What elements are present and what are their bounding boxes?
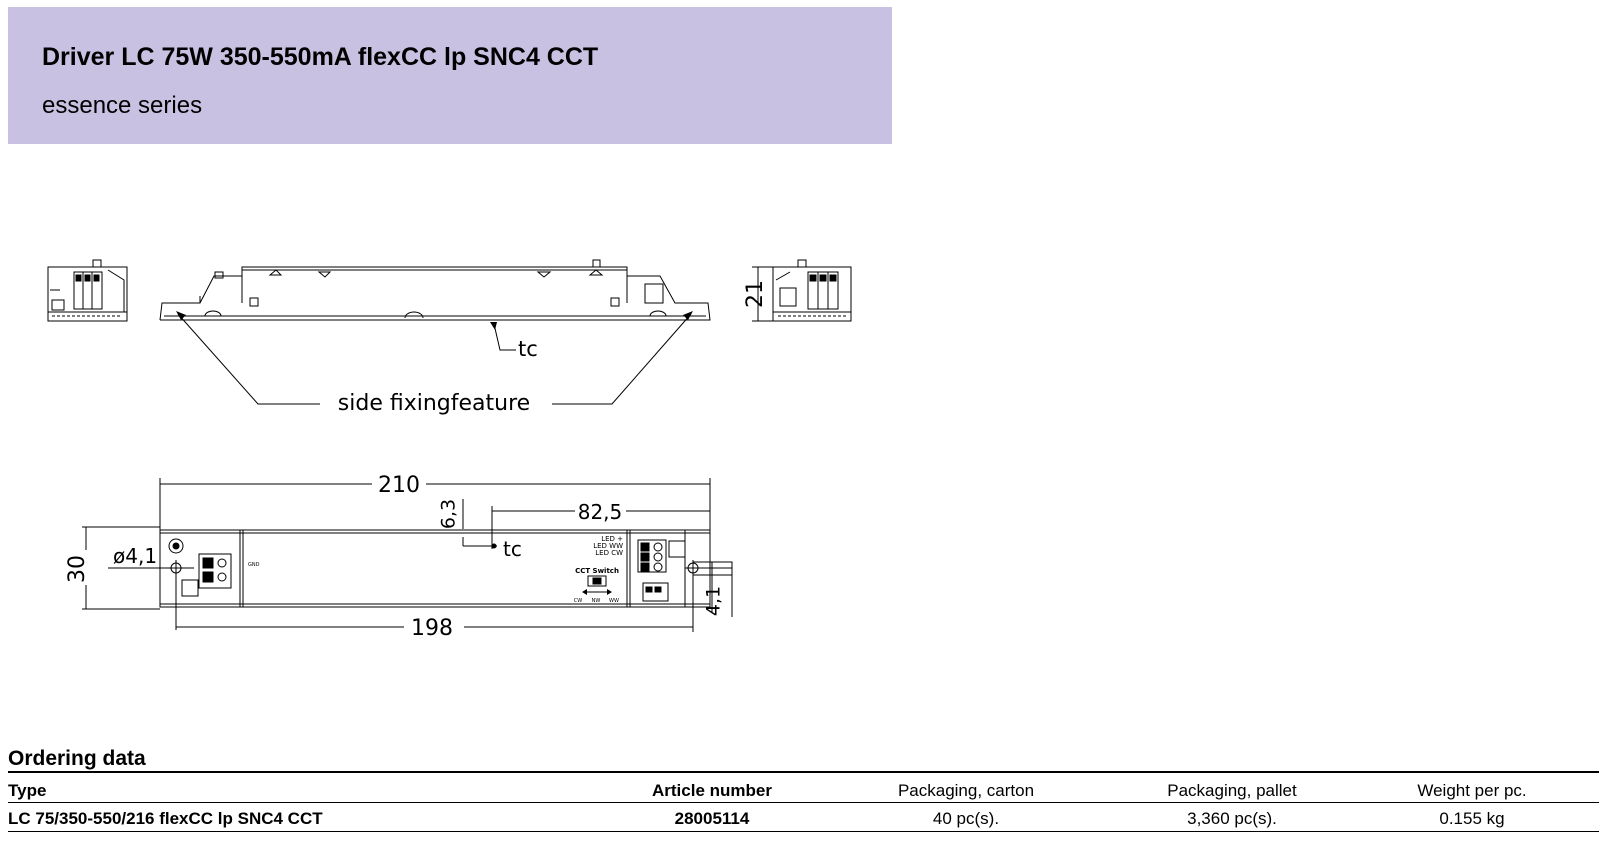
side-fixing-callout: side fixingfeature bbox=[176, 311, 693, 416]
table-cell-pallet: 3,360 pc(s). bbox=[1187, 809, 1277, 828]
dim-height-label: 21 bbox=[743, 280, 768, 308]
tc-location-dimensions: 82,5 6,3 tc bbox=[438, 499, 710, 561]
dim-spacing-label: 198 bbox=[411, 616, 453, 641]
product-title: Driver LC 75W 350-550mA flexCC lp SNC4 C… bbox=[42, 43, 599, 71]
ww-label: WW bbox=[609, 598, 619, 604]
table-cell-type: LC 75/350-550/216 flexCC lp SNC4 CCT bbox=[8, 809, 323, 828]
dim-hole-offset-label: 4,1 bbox=[703, 586, 725, 616]
ordering-table-top-rule bbox=[8, 771, 1599, 773]
length-dimension: 210 bbox=[159, 473, 711, 530]
nw-label: NW bbox=[592, 598, 601, 604]
led-cw-label: LED CW bbox=[595, 549, 623, 557]
table-cell-article: 28005114 bbox=[674, 809, 750, 828]
product-header: Driver LC 75W 350-550mA flexCC lp SNC4 C… bbox=[8, 7, 892, 144]
technical-drawing: 21 tc side fixingfeature bbox=[47, 259, 852, 641]
height-dimension: 21 bbox=[743, 266, 773, 322]
col-header-weight: Weight per pc. bbox=[1417, 781, 1527, 800]
tc-pointer-side: tc bbox=[490, 322, 538, 361]
tc-label-side: tc bbox=[518, 337, 538, 361]
end-view-left bbox=[47, 259, 128, 322]
dim-width-label: 30 bbox=[65, 555, 90, 583]
col-header-carton: Packaging, carton bbox=[897, 781, 1035, 800]
hole-spacing-dimension: 198 bbox=[176, 616, 693, 641]
side-fixing-label: side fixingfeature bbox=[338, 391, 530, 416]
dim-length-label: 210 bbox=[378, 473, 420, 498]
gnd-label: GND bbox=[248, 562, 260, 568]
ordering-table-header-rule bbox=[8, 802, 1599, 803]
tc-label-top: tc bbox=[503, 537, 522, 561]
dim-tc-x-label: 82,5 bbox=[578, 500, 623, 524]
end-view-right bbox=[772, 259, 852, 322]
col-header-pallet: Packaging, pallet bbox=[1167, 781, 1297, 800]
dim-hole-diameter-label: ø4,1 bbox=[113, 544, 157, 568]
side-view-main bbox=[159, 259, 711, 321]
table-cell-weight: 0.155 kg bbox=[1439, 809, 1505, 828]
width-dimension: 30 bbox=[65, 526, 160, 610]
hole-diameter-callout: ø4,1 bbox=[108, 544, 160, 569]
led-ww-label: LED WW bbox=[593, 542, 623, 550]
hole-offset-dimension: 4,1 bbox=[703, 562, 733, 617]
cw-label: CW bbox=[574, 598, 582, 604]
col-header-type: Type bbox=[8, 781, 47, 800]
dim-tc-y-label: 6,3 bbox=[438, 499, 460, 529]
table-cell-carton: 40 pc(s). bbox=[932, 809, 1000, 828]
top-view: GND LED + LED WW LED CW CCT Switch CW NW… bbox=[159, 529, 733, 632]
product-subtitle: essence series bbox=[42, 92, 203, 119]
ordering-table-bottom-rule bbox=[8, 831, 1599, 832]
col-header-article: Article number bbox=[652, 781, 772, 800]
led-plus-label: LED + bbox=[601, 535, 623, 543]
cct-switch-label: CCT Switch bbox=[575, 567, 619, 575]
ordering-data-title: Ordering data bbox=[8, 747, 146, 770]
